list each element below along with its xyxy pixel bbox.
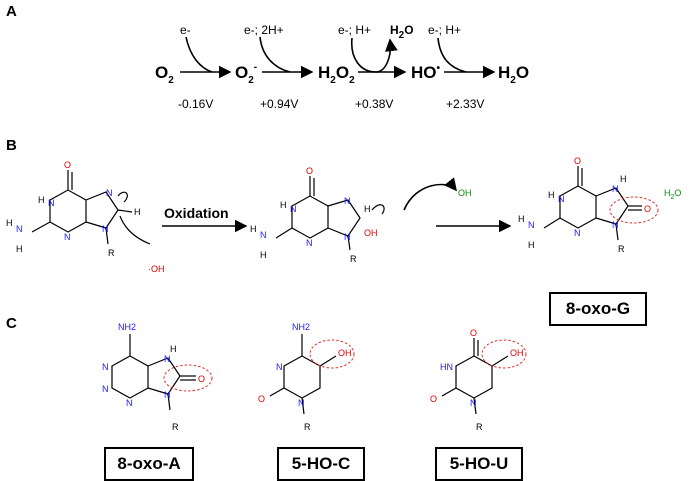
svg-text:N: N [298,398,305,408]
species-o2: O2 [155,63,174,86]
label-8-oxo-a: 8-oxo-A [104,447,194,481]
panel-c-label: C [6,315,17,332]
oxog-structure: O H N N N N H O N H H R [518,156,659,254]
species-hydroxyl: HO• [411,63,441,82]
curve-oh [403,177,458,211]
svg-text:R: R [618,244,625,254]
water-green: H2O [664,188,681,201]
svg-text:N: N [574,228,581,238]
svg-text:OH: OH [510,348,524,358]
potential-2: +0.94V [260,97,298,111]
label-8-oxo-g: 8-oxo-G [549,292,647,326]
svg-text:O: O [574,156,581,166]
panel-b-label: B [6,137,17,154]
svg-text:N: N [102,362,109,372]
species-water: H2O [498,63,529,86]
intermediate-structure: O H N N N N N H H R H OH [250,166,385,264]
reagent-1: e- [180,23,191,37]
svg-text:OH: OH [364,228,378,238]
potential-1: -0.16V [178,97,213,111]
byproduct-water: H2O [390,23,414,41]
panel-a-label: A [6,3,17,20]
svg-text:N: N [558,194,565,204]
svg-text:N: N [470,398,477,408]
svg-text:H: H [134,207,141,217]
svg-text:N: N [64,232,71,242]
svg-text:O: O [306,166,313,176]
svg-text:H: H [548,190,555,200]
svg-text:H: H [280,200,287,210]
svg-text:HN: HN [440,362,453,372]
svg-text:H: H [170,344,177,354]
svg-text:N: N [164,390,171,400]
svg-text:H: H [528,240,535,250]
potential-3: +0.38V [355,97,393,111]
svg-text:N: N [16,224,23,234]
guanine-structure: O H N N N N H N H H R [6,160,151,258]
hou-structure: O OH HN O N R [430,328,527,432]
label-5-ho-c: 5-HO-C [277,447,365,481]
species-h2o2: H2O2 [318,63,355,86]
svg-text:H: H [250,224,257,234]
label-5-ho-u: 5-HO-U [435,447,523,481]
svg-text:R: R [172,422,179,432]
svg-text:O: O [64,160,71,170]
svg-text:O: O [430,394,437,404]
svg-text:H: H [518,214,525,224]
svg-text:OH: OH [338,348,352,358]
svg-text:H: H [16,244,23,254]
reagent-2: e-; 2H+ [244,23,284,37]
svg-text:O: O [470,328,477,338]
svg-text:N: N [276,362,283,372]
svg-text:H: H [260,250,267,260]
svg-text:NH2: NH2 [292,322,310,332]
svg-text:R: R [108,248,115,258]
oxidation-label: Oxidation [164,205,229,221]
svg-text:H: H [38,195,45,205]
hydroxyl-radical: ·OH [148,264,165,274]
svg-text:H: H [364,204,371,214]
svg-text:N: N [612,184,619,194]
svg-text:N: N [528,220,535,230]
svg-text:N: N [290,204,297,214]
svg-text:O: O [644,204,651,214]
potential-4: +2.33V [446,97,484,111]
curve-a4 [437,37,467,73]
reagent-4: e-; H+ [428,23,461,37]
curve-a3 [351,37,398,73]
curve-a2 [259,36,291,73]
svg-text:N: N [260,230,267,240]
svg-text:N: N [126,398,133,408]
reagent-3: e-; H+ [338,23,371,37]
oh-green: OH [458,188,472,198]
svg-text:O: O [198,374,205,384]
svg-text:N: N [344,196,351,206]
oxoa-structure: NH2 N N N N H N O R [102,322,213,432]
svg-text:N: N [102,384,109,394]
svg-text:N: N [102,224,109,234]
svg-text:R: R [304,422,311,432]
curve-a1 [185,36,213,73]
svg-text:N: N [612,220,619,230]
svg-text:R: R [476,422,483,432]
svg-text:H: H [6,218,13,228]
species-superoxide: O2- [235,62,257,86]
svg-text:N: N [48,198,55,208]
svg-text:N: N [106,188,113,198]
svg-text:O: O [258,394,265,404]
hoc-structure: NH2 OH N O N R [258,322,355,432]
svg-text:N: N [344,232,351,242]
svg-text:H: H [620,174,627,184]
svg-text:R: R [350,254,357,264]
svg-text:N: N [164,354,171,364]
svg-text:NH2: NH2 [118,322,136,332]
svg-text:N: N [306,238,313,248]
